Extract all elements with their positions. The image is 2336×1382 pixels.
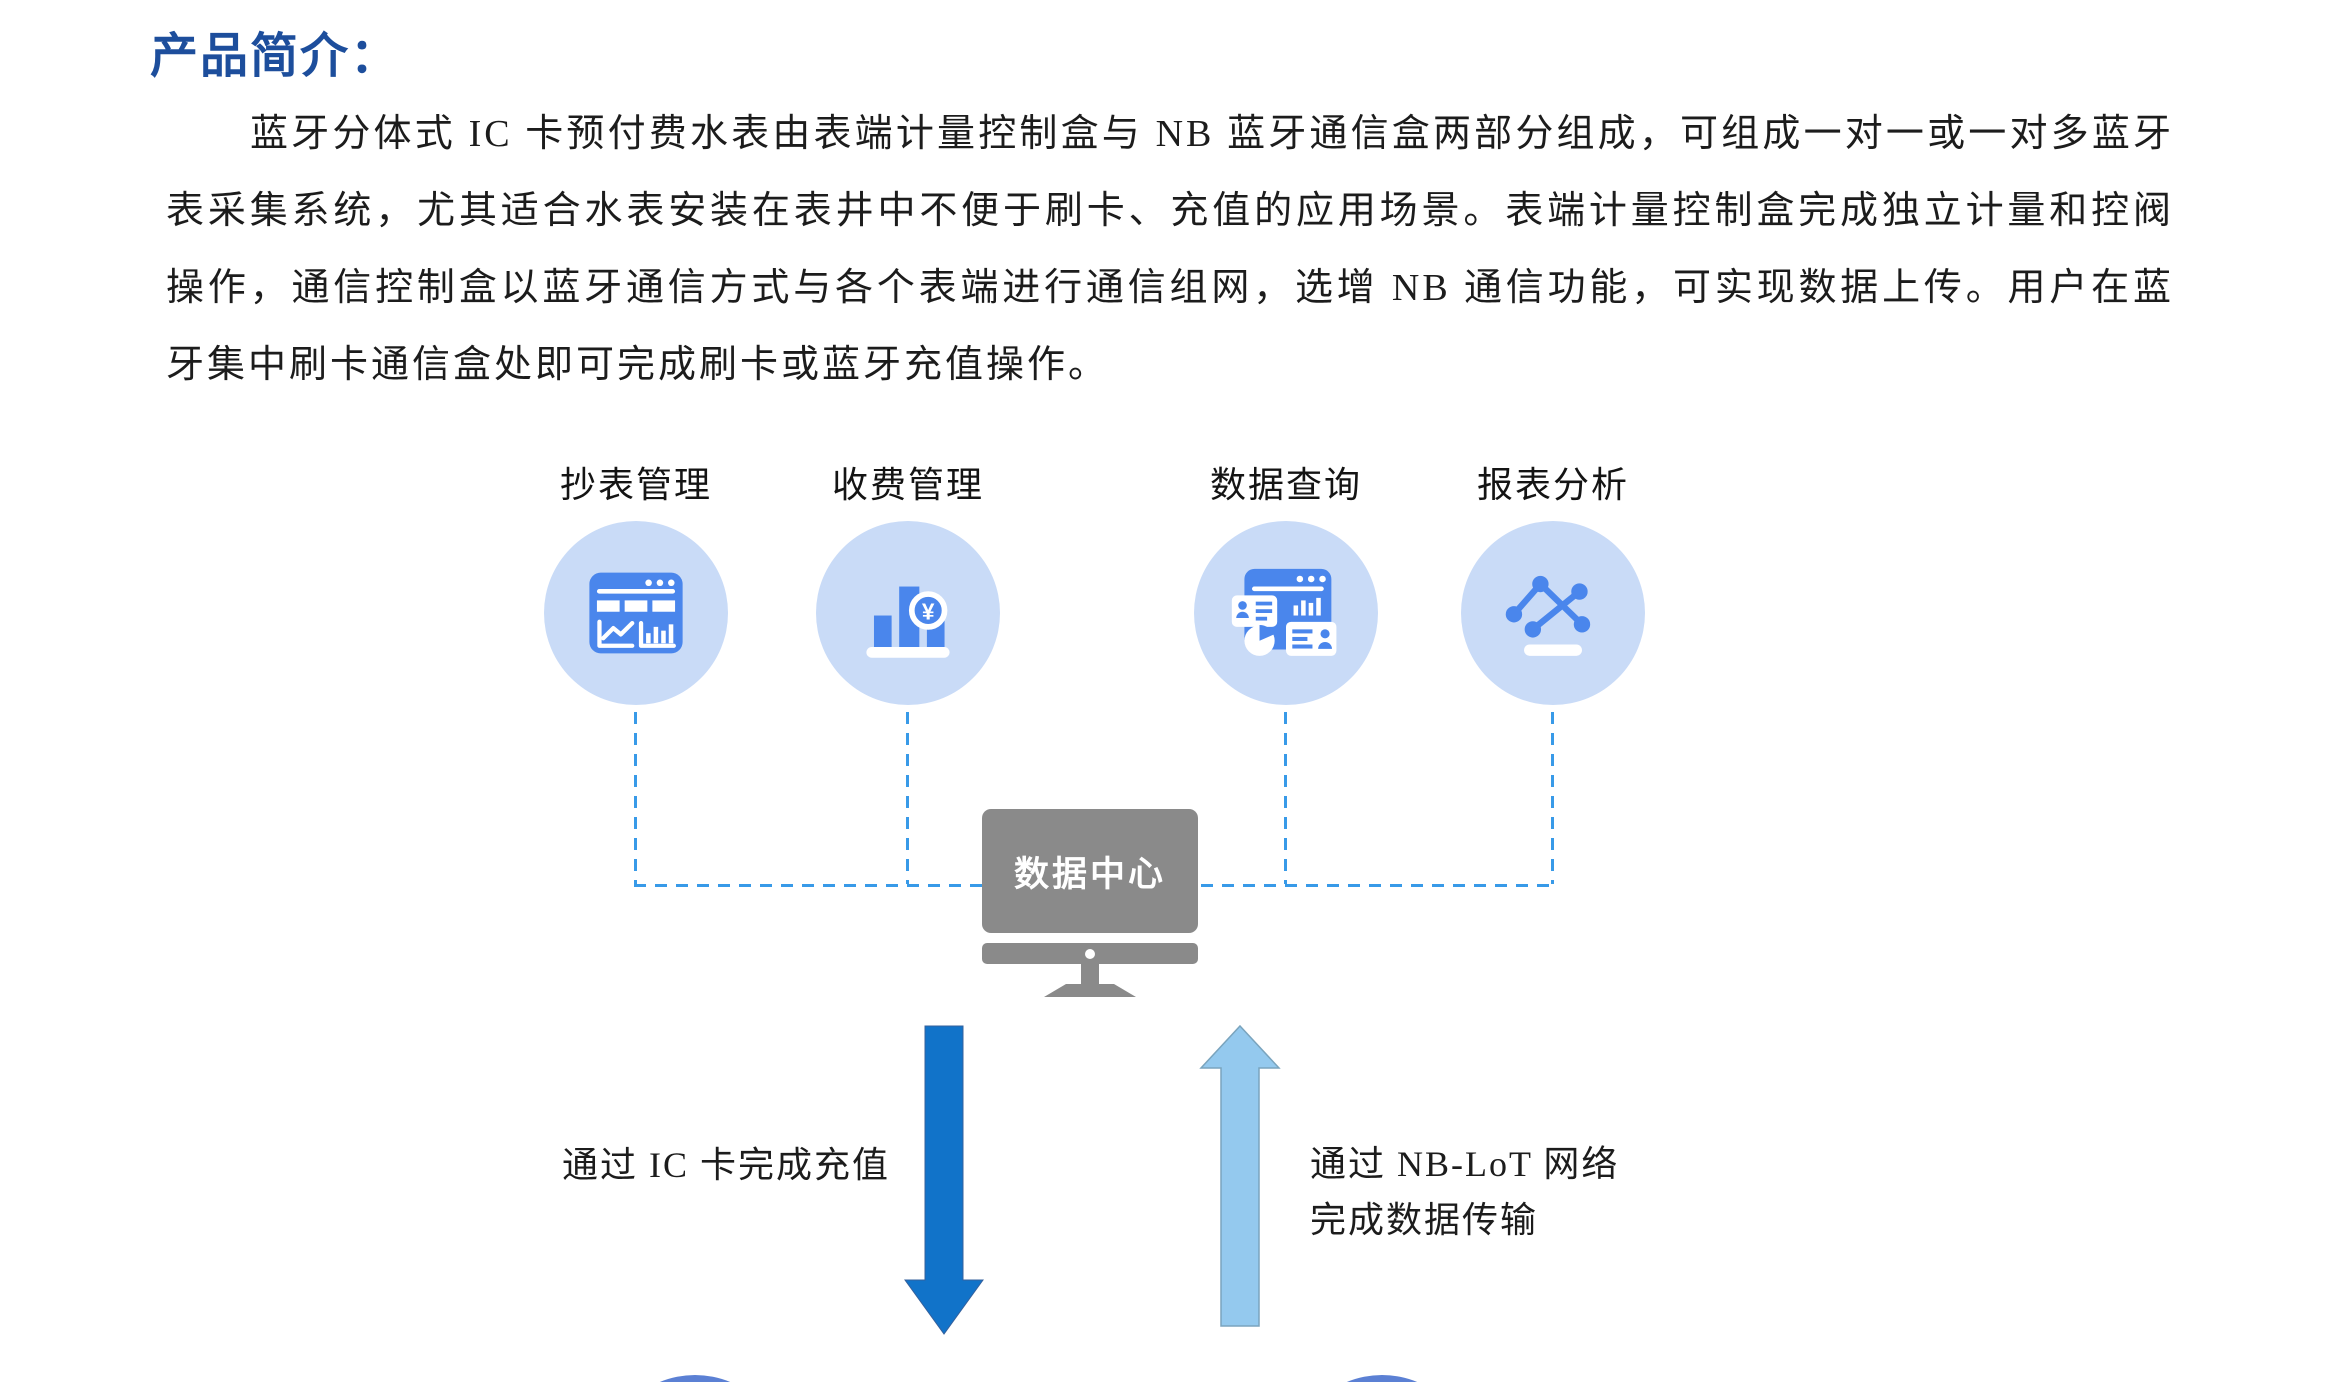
dashed-connector-vertical-1 xyxy=(634,712,637,884)
nb-lot-transfer-label: 通过 NB-LoT 网络 完成数据传输 xyxy=(1310,1136,1730,1248)
label-report-analysis: 报表分析 xyxy=(1476,465,1629,505)
svg-text:¥: ¥ xyxy=(922,598,935,624)
dashed-connector-vertical-4 xyxy=(1551,712,1554,884)
monitor-power-dot xyxy=(1085,948,1095,959)
meter-reading-dashboard-icon xyxy=(589,572,683,654)
fee-bar-chart-yuan-icon: ¥ xyxy=(866,586,950,658)
dashed-connector-vertical-3 xyxy=(1284,712,1287,884)
up-block-arrow-icon xyxy=(1199,1024,1281,1327)
bottom-terminal-circle-right xyxy=(1290,1375,1474,1382)
data-center-label: 数据中心 xyxy=(1013,854,1166,894)
monitor-screen: 数据中心 xyxy=(982,809,1198,933)
circle-data-query xyxy=(1194,521,1378,705)
label-fee-management: 收费管理 xyxy=(831,465,984,505)
data-center-monitor: 数据中心 xyxy=(982,809,1198,997)
monitor-stand-neck xyxy=(1081,964,1099,984)
report-analysis-graph-icon xyxy=(1505,575,1591,656)
circle-fee-management: ¥ xyxy=(816,521,1000,705)
label-data-query: 数据查询 xyxy=(1209,465,1362,505)
nb-lot-transfer-label-line2: 完成数据传输 xyxy=(1310,1200,1539,1240)
nb-lot-transfer-label-line1: 通过 NB-LoT 网络 xyxy=(1310,1144,1620,1184)
intro-paragraph: 蓝牙分体式 IC 卡预付费水表由表端计量控制盒与 NB 蓝牙通信盒两部分组成，可… xyxy=(166,113,2174,386)
page-title: 产品简介： xyxy=(150,30,401,83)
bottom-terminal-circle-left xyxy=(603,1375,787,1382)
down-block-arrow-icon xyxy=(904,1025,984,1335)
circle-meter-reading xyxy=(544,521,728,705)
monitor-stand-base xyxy=(1044,984,1136,997)
data-query-window-icon xyxy=(1231,568,1337,656)
dashed-connector-vertical-2 xyxy=(906,712,909,884)
ic-card-recharge-label: 通过 IC 卡完成充值 xyxy=(561,1145,890,1185)
circle-report-analysis xyxy=(1461,521,1645,705)
label-meter-reading: 抄表管理 xyxy=(559,465,712,505)
monitor-bezel xyxy=(982,943,1198,964)
